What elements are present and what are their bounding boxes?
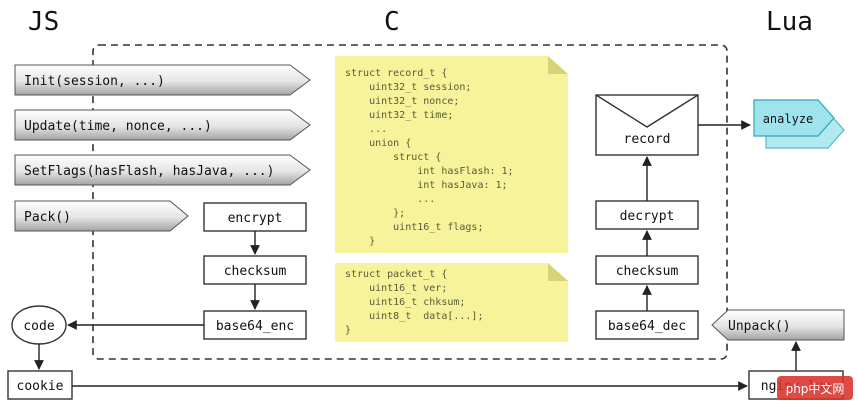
js-call-init: Init(session, ...)	[14, 64, 311, 96]
js-heading: JS	[28, 7, 59, 37]
record-struct-line: int hasFlash: 1;	[345, 166, 514, 177]
record-struct-line: uint32_t time;	[345, 110, 453, 121]
code-label: code	[23, 319, 54, 334]
js-call-update: Update(time, nonce, ...)	[14, 109, 311, 141]
watermark-label: php中文网	[786, 381, 845, 396]
record-node: record	[595, 94, 699, 156]
c-heading: C	[384, 7, 400, 37]
analyze-node: analyze	[753, 99, 845, 149]
record-struct-line: uint32_t session;	[345, 82, 471, 93]
decode-checksum-label: checksum	[616, 264, 679, 279]
record-struct-note: struct record_t { uint32_t session; uint…	[335, 56, 568, 253]
packet-struct-line: uint16_t ver;	[345, 283, 447, 294]
js-call-label: Update(time, nonce, ...)	[24, 119, 212, 134]
cookie-node: cookie	[7, 370, 73, 400]
js-call-label: SetFlags(hasFlash, hasJava, ...)	[24, 164, 274, 179]
record-struct-line: uint16_t flags;	[345, 222, 483, 233]
record-label: record	[624, 132, 671, 147]
unpack-label: Unpack()	[728, 319, 791, 334]
base64-dec-label: base64_dec	[608, 319, 686, 334]
encrypt-label: encrypt	[228, 211, 283, 226]
code-node: code	[11, 305, 67, 345]
js-call-label: Init(session, ...)	[24, 74, 165, 89]
decrypt-box: decrypt	[595, 200, 699, 230]
record-struct-line: }	[345, 236, 375, 247]
c-module-boundary	[92, 44, 728, 360]
packet-struct-line: uint8_t data[...];	[345, 311, 483, 322]
record-struct-line: ...	[345, 124, 387, 135]
js-call-pack: Pack()	[14, 200, 189, 232]
encode-checksum-box: checksum	[203, 255, 307, 285]
analyze-label: analyze	[763, 112, 814, 126]
envelope-icon	[595, 94, 699, 128]
record-struct-line: };	[345, 208, 405, 219]
encode-checksum-label: checksum	[224, 264, 287, 279]
base64-enc-box: base64_enc	[203, 310, 307, 340]
decode-checksum-box: checksum	[595, 255, 699, 285]
record-struct-line: union {	[345, 138, 411, 149]
php-watermark: php中文网	[777, 376, 853, 400]
packet-struct-line: }	[345, 325, 351, 336]
base64-enc-label: base64_enc	[216, 319, 294, 334]
lua-heading: Lua	[766, 7, 813, 37]
unpack-tab: Unpack()	[711, 309, 845, 341]
js-call-setflags: SetFlags(hasFlash, hasJava, ...)	[14, 154, 311, 186]
js-call-label: Pack()	[24, 210, 71, 225]
base64-dec-box: base64_dec	[595, 310, 699, 340]
packet-struct-line: uint16_t chksum;	[345, 297, 465, 308]
record-struct-line: int hasJava: 1;	[345, 180, 508, 191]
record-struct-line: struct record_t {	[345, 68, 447, 79]
record-struct-line: struct {	[345, 152, 441, 163]
record-struct-line: uint32_t nonce;	[345, 96, 459, 107]
record-struct-line: ...	[345, 194, 435, 205]
decrypt-label: decrypt	[620, 209, 675, 224]
cookie-label: cookie	[17, 379, 64, 394]
packet-struct-note: struct packet_t { uint16_t ver; uint16_t…	[335, 263, 568, 342]
encrypt-box: encrypt	[203, 202, 307, 232]
packet-struct-line: struct packet_t {	[345, 269, 447, 280]
